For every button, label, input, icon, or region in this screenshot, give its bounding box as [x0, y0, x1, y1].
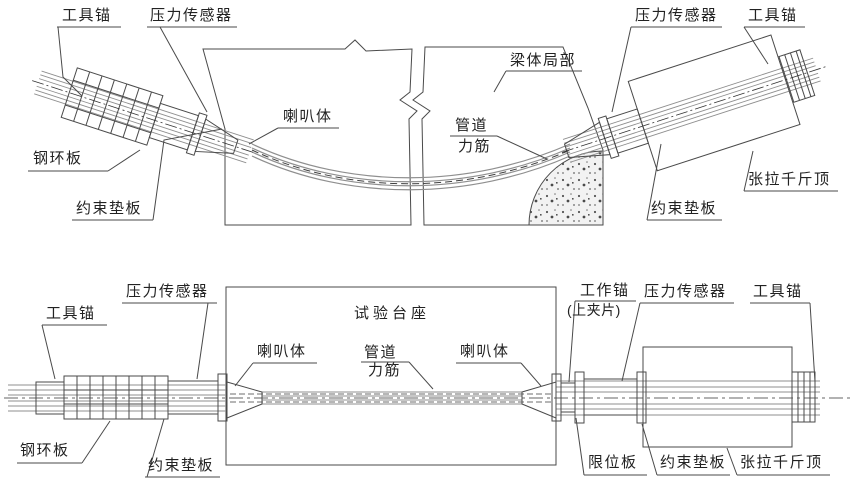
label-restraint-pad-top-left: 约束垫板: [76, 200, 143, 217]
grid-dividers: [64, 376, 168, 419]
label-working-anchor-line2: (上夹片): [567, 302, 621, 318]
bottom-left-strands: [8, 384, 226, 412]
bottom-leader-lines: [17, 300, 830, 478]
label-tension-jack-bottom: 张拉千斤顶: [740, 454, 823, 471]
label-duct-top-line2: 力筋: [458, 138, 492, 155]
label-limit-plate: 限位板: [588, 454, 638, 471]
label-restraint-pad-top-right: 约束垫板: [651, 200, 718, 217]
label-tool-anchor-top-left: 工具锚: [62, 7, 112, 24]
bottom-right-strands: [556, 380, 820, 416]
top-right-beam-outline: [412, 46, 604, 226]
label-beam-local-part: 梁体局部: [510, 52, 577, 69]
strand-lines: [562, 57, 821, 163]
tendon-centerline: [561, 66, 827, 153]
label-tension-jack-top: 张拉千斤顶: [748, 171, 831, 188]
label-duct-bottom-line2: 力筋: [368, 362, 402, 379]
trumpet-body: [194, 118, 239, 154]
test-bench-box: [225, 286, 557, 466]
pressure-sensor-cylinder: [167, 380, 219, 415]
top-leader-lines: [28, 26, 838, 221]
label-pressure-sensor-bottom-left: 压力传感器: [126, 283, 209, 300]
trumpet-body: [521, 381, 557, 419]
top-left-beam-outline: [202, 39, 418, 226]
bottom-left-anchor-assembly: [35, 373, 263, 422]
label-steel-ring-plate-top: 钢环板: [33, 150, 83, 167]
label-pressure-sensor-top-left: 压力传感器: [150, 7, 233, 24]
label-pressure-sensor-top-right: 压力传感器: [635, 7, 718, 24]
top-left-anchor-assembly: [32, 67, 255, 164]
label-restraint-pad-bottom-left: 约束垫板: [148, 457, 215, 474]
label-trumpet-top: 喇叭体: [283, 108, 333, 125]
tension-jack-box: [627, 34, 801, 172]
trumpet-body: [226, 381, 263, 419]
label-tool-anchor-top-right: 工具锚: [748, 7, 798, 24]
bottom-duct-lines: [262, 391, 522, 405]
label-duct-bottom-line1: 管道: [364, 344, 398, 361]
top-right-anchor-assembly: [561, 34, 827, 172]
pressure-sensor-cylinder: [583, 378, 638, 416]
label-restraint-pad-bottom-right: 约束垫板: [660, 454, 727, 471]
tendon-centerline: [32, 80, 255, 154]
label-tool-anchor-bottom-right: 工具锚: [753, 283, 803, 300]
label-trumpet-bottom-left: 喇叭体: [257, 343, 307, 360]
bottom-right-anchor-assembly: [521, 346, 816, 448]
label-tool-anchor-bottom-left: 工具锚: [46, 305, 96, 322]
restraint-pad-plate: [636, 371, 647, 424]
label-test-bench: 试验台座: [354, 305, 431, 322]
label-trumpet-bottom-right: 喇叭体: [460, 343, 510, 360]
top-tendon-curve: [251, 143, 571, 191]
grid-dividers: [797, 372, 811, 422]
tension-jack-box: [642, 346, 793, 448]
label-pressure-sensor-bottom-right: 压力传感器: [644, 283, 727, 300]
concrete-hatch-region: [528, 150, 604, 226]
label-duct-top-line1: 管道: [455, 117, 489, 134]
label-working-anchor-line1: 工作锚: [580, 282, 630, 299]
label-steel-ring-plate-bottom: 钢环板: [20, 442, 70, 459]
